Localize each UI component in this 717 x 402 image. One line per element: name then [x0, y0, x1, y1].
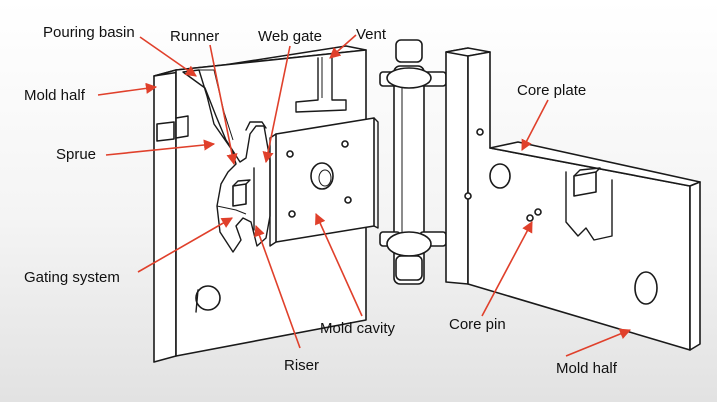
right-screw-2: [464, 192, 472, 200]
mold-half-left-label: Mold half: [24, 87, 85, 104]
left-guide-slot-depth: [175, 115, 189, 139]
pouring-basin-label: Pouring basin: [43, 24, 135, 41]
cavity-screw-3: [288, 210, 296, 218]
sprue-arrow: [105, 139, 216, 156]
runner-label: Runner: [170, 28, 220, 45]
gating-system-label: Gating system: [24, 269, 120, 286]
hinge-top-knuckle: [386, 67, 432, 89]
right-plate-side-face: [445, 47, 469, 285]
cavity-center-hole: [310, 162, 334, 190]
cavity-plate-right-edge: [373, 117, 379, 229]
core-block: [573, 171, 597, 197]
mold-half-right-label: Mold half: [556, 360, 617, 377]
right-screw-1: [476, 128, 484, 136]
riser-label: Riser: [284, 357, 320, 374]
cavity-plate-edge: [269, 133, 277, 247]
mold-cavity-arrow: [315, 212, 363, 317]
cavity-screw-4: [344, 196, 352, 204]
hinge-bottom-cap: [395, 255, 423, 281]
core-pin-2: [534, 208, 542, 216]
mold-half-right-arrow: [565, 328, 632, 357]
vent-channel: [295, 55, 347, 113]
core-pocket: [565, 171, 613, 241]
gating-system-arrow: [137, 217, 233, 273]
right-lower-boss: [634, 271, 658, 305]
hinge: [379, 39, 447, 285]
left-guide-slot: [156, 121, 175, 142]
gating-floor-edge: [216, 205, 247, 215]
leader-arrows: [97, 34, 632, 357]
vent-slot: [295, 55, 347, 113]
left-lower-boss-side: [195, 289, 199, 313]
cavity-center-hole-inner: [318, 169, 332, 187]
hinge-top-cap: [395, 39, 423, 63]
core-plate-label: Core plate: [517, 82, 587, 99]
mold-cavity-plate: [269, 117, 379, 247]
gating-block: [232, 183, 247, 207]
sprue-label: Sprue: [56, 146, 97, 163]
core-pin-1: [526, 214, 534, 222]
cavity-screw-1: [286, 150, 294, 158]
right-mold-half: [445, 47, 701, 351]
hinge-bottom-knuckle: [386, 231, 432, 257]
vent-label: Vent: [356, 26, 387, 43]
core-plate-arrow: [521, 99, 549, 151]
left-plate-side-face: [153, 69, 177, 363]
right-upper-boss: [489, 163, 511, 189]
web-gate-arrow: [262, 45, 291, 164]
runner-lip: [245, 121, 267, 131]
gating-block-top: [232, 179, 251, 187]
web-gate-label: Web gate: [258, 28, 322, 45]
mold-half-left-arrow: [97, 82, 158, 96]
core-pin-label: Core pin: [449, 316, 506, 333]
left-lower-boss: [195, 285, 221, 311]
core-pin-arrow: [481, 221, 533, 317]
cavity-screw-2: [341, 140, 349, 148]
pouring-basin-arrow: [139, 36, 197, 77]
core-block-top: [573, 167, 601, 177]
riser-arrow: [254, 224, 301, 349]
vent-arrow: [329, 34, 357, 59]
mold-cavity-label: Mold cavity: [320, 320, 396, 337]
core-plate-end-face: [689, 181, 701, 351]
runner-arrow: [209, 44, 238, 166]
